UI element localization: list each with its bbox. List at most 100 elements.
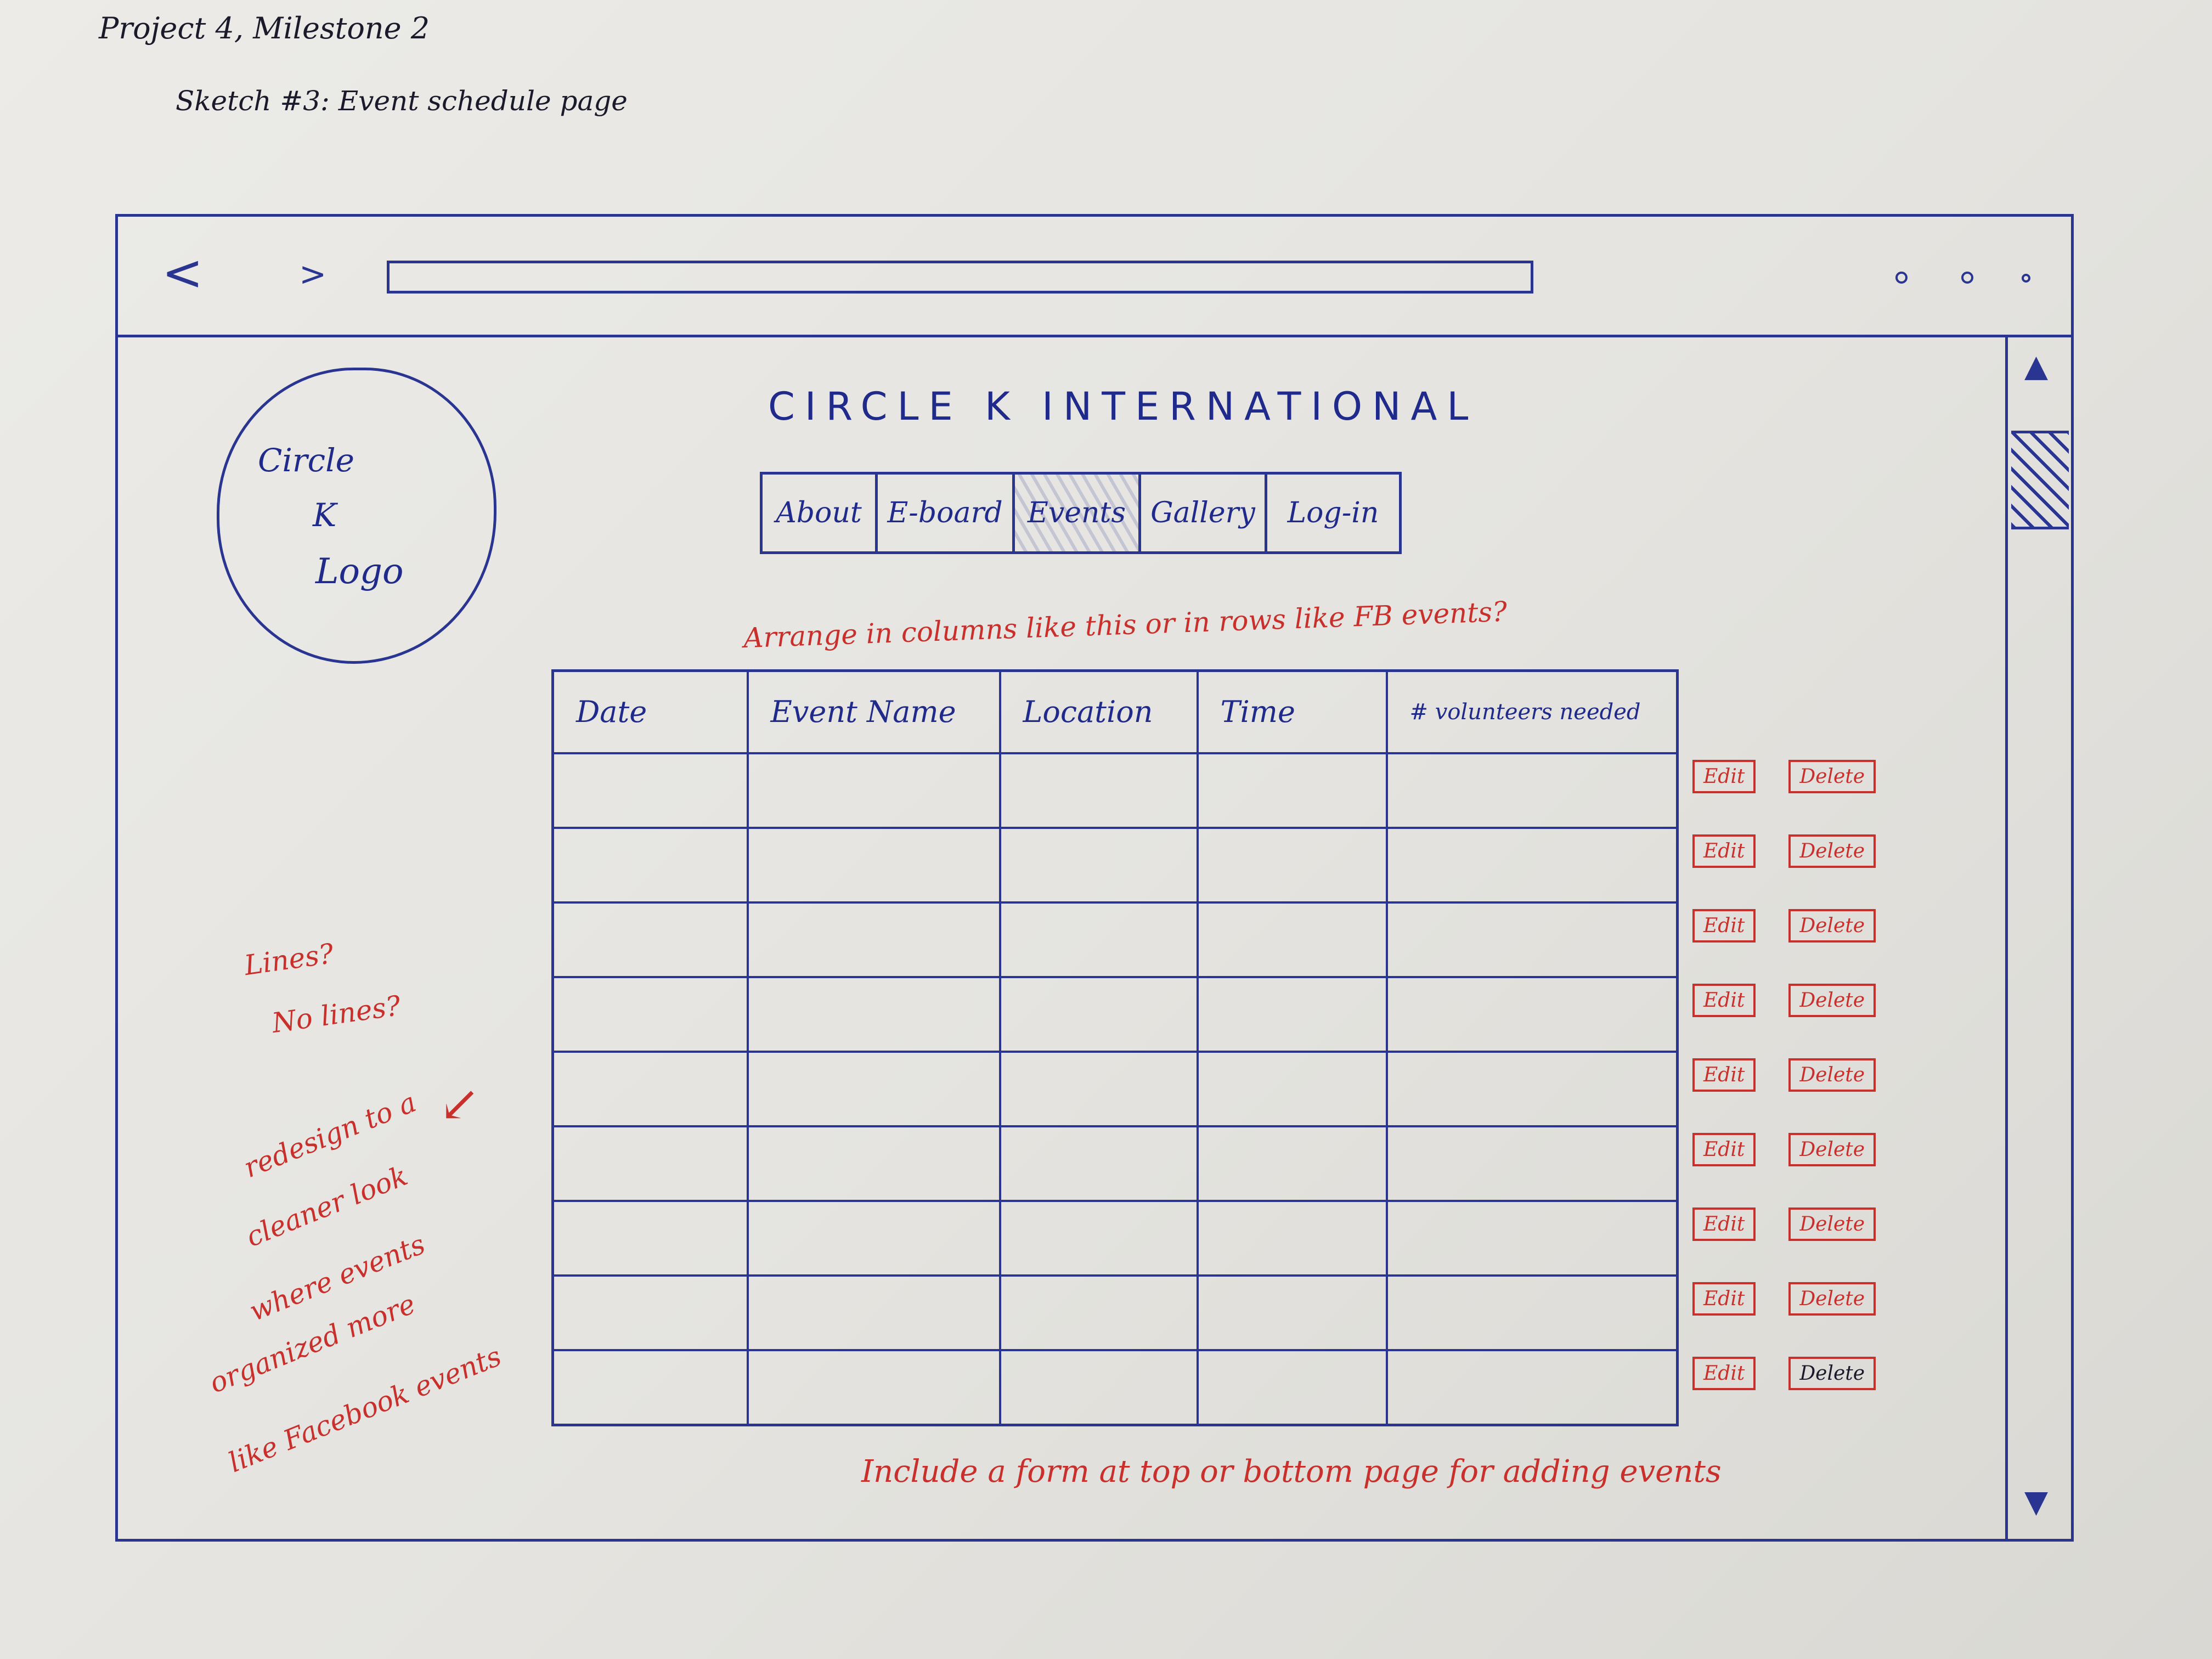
delete-button[interactable]: Delete — [1788, 984, 1876, 1017]
logo-text-line-2: K — [313, 496, 337, 534]
column-header-location[interactable]: Location — [998, 669, 1199, 754]
delete-button[interactable]: Delete — [1788, 1133, 1876, 1166]
table-cell[interactable] — [1196, 1274, 1388, 1352]
site-logo[interactable]: Circle K Logo — [217, 368, 496, 664]
table-cell[interactable] — [998, 1349, 1199, 1426]
table-header-row: Date Event Name Location Time # voluntee… — [551, 669, 1679, 754]
table-cell[interactable] — [1196, 826, 1388, 904]
nav-tab-label: E-board — [887, 496, 1003, 529]
table-cell[interactable] — [746, 1274, 1001, 1352]
delete-button[interactable]: Delete — [1788, 909, 1876, 943]
nav-tab-login[interactable]: Log-in — [1267, 475, 1399, 551]
table-cell[interactable] — [551, 1274, 749, 1352]
edit-button[interactable]: Edit — [1692, 909, 1756, 943]
table-cell[interactable] — [551, 1050, 749, 1128]
url-bar[interactable] — [387, 261, 1533, 294]
table-cell[interactable] — [746, 1200, 1001, 1277]
table-cell[interactable] — [1196, 1125, 1388, 1203]
table-cell[interactable] — [551, 1200, 749, 1277]
table-cell[interactable] — [746, 826, 1001, 904]
table-cell[interactable] — [998, 1200, 1199, 1277]
column-header-volunteers[interactable]: # volunteers needed — [1385, 669, 1679, 754]
table-cell[interactable] — [998, 1125, 1199, 1203]
table-cell[interactable] — [998, 975, 1199, 1053]
table-cell[interactable] — [551, 1349, 749, 1426]
window-control-dot-2[interactable] — [1961, 272, 1973, 284]
browser-toolbar: < > — [118, 217, 2071, 337]
vertical-scrollbar[interactable]: ▲ ▼ — [2005, 337, 2071, 1542]
edit-button[interactable]: Edit — [1692, 1282, 1756, 1316]
annotation-arrow-icon: ↙ — [439, 1075, 481, 1133]
table-cell[interactable] — [998, 752, 1199, 829]
nav-tab-eboard[interactable]: E-board — [878, 475, 1015, 551]
table-cell[interactable] — [551, 826, 749, 904]
table-cell[interactable] — [1385, 901, 1679, 978]
delete-button[interactable]: Delete — [1788, 760, 1876, 793]
table-cell[interactable] — [746, 975, 1001, 1053]
table-cell[interactable] — [1385, 975, 1679, 1053]
edit-button[interactable]: Edit — [1692, 984, 1756, 1017]
table-cell[interactable] — [1385, 1349, 1679, 1426]
table-cell[interactable] — [746, 1125, 1001, 1203]
table-cell[interactable] — [746, 1050, 1001, 1128]
table-cell[interactable] — [1385, 1050, 1679, 1128]
delete-button[interactable]: Delete — [1788, 1058, 1876, 1092]
edit-button[interactable]: Edit — [1692, 1058, 1756, 1092]
row-action-pair: Edit Delete — [1692, 1357, 1876, 1390]
edit-button[interactable]: Edit — [1692, 760, 1756, 793]
table-cell[interactable] — [1385, 1200, 1679, 1277]
scroll-down-icon[interactable]: ▼ — [2024, 1484, 2049, 1520]
table-cell[interactable] — [998, 1274, 1199, 1352]
events-table: Date Event Name Location Time # voluntee… — [551, 669, 1679, 1426]
edit-button[interactable]: Edit — [1692, 1207, 1756, 1241]
sheet-title: Project 4, Milestone 2 — [99, 11, 430, 46]
table-cell[interactable] — [1385, 1125, 1679, 1203]
back-button[interactable]: < — [162, 244, 204, 302]
table-row — [551, 826, 1679, 904]
nav-tab-gallery[interactable]: Gallery — [1141, 475, 1267, 551]
column-header-date[interactable]: Date — [551, 669, 749, 754]
delete-button[interactable]: Delete — [1788, 834, 1876, 868]
table-cell[interactable] — [998, 901, 1199, 978]
delete-button[interactable]: Delete — [1788, 1282, 1876, 1316]
table-cell[interactable] — [1385, 826, 1679, 904]
window-control-dot-1[interactable] — [1895, 272, 1908, 284]
table-cell[interactable] — [1196, 975, 1388, 1053]
scroll-up-icon[interactable]: ▲ — [2024, 348, 2049, 384]
table-cell[interactable] — [746, 752, 1001, 829]
edit-button[interactable]: Edit — [1692, 834, 1756, 868]
table-cell[interactable] — [1196, 901, 1388, 978]
row-action-pair: Edit Delete — [1692, 1207, 1876, 1241]
scroll-thumb[interactable] — [2011, 431, 2069, 529]
table-cell[interactable] — [1196, 1050, 1388, 1128]
table-cell[interactable] — [1196, 1200, 1388, 1277]
delete-button[interactable]: Delete — [1788, 1357, 1876, 1390]
table-cell[interactable] — [551, 1125, 749, 1203]
table-cell[interactable] — [1385, 1274, 1679, 1352]
table-cell[interactable] — [998, 1050, 1199, 1128]
delete-button[interactable]: Delete — [1788, 1207, 1876, 1241]
table-row — [551, 1274, 1679, 1352]
column-header-event-name[interactable]: Event Name — [746, 669, 1001, 754]
row-action-pair: Edit Delete — [1692, 834, 1876, 868]
table-cell[interactable] — [746, 1349, 1001, 1426]
column-header-time[interactable]: Time — [1196, 669, 1388, 754]
browser-window: < > ▲ ▼ — [115, 214, 2074, 1542]
edit-button[interactable]: Edit — [1692, 1357, 1756, 1390]
table-cell[interactable] — [551, 975, 749, 1053]
nav-tab-about[interactable]: About — [763, 475, 878, 551]
table-cell[interactable] — [1385, 752, 1679, 829]
table-cell[interactable] — [998, 826, 1199, 904]
table-cell[interactable] — [1196, 752, 1388, 829]
table-row — [551, 975, 1679, 1053]
table-cell[interactable] — [1196, 1349, 1388, 1426]
nav-tab-events[interactable]: Events — [1015, 475, 1141, 551]
forward-button[interactable]: > — [299, 255, 327, 294]
table-cell[interactable] — [551, 901, 749, 978]
nav-tab-label: About — [776, 496, 862, 529]
window-control-dot-3[interactable] — [2022, 274, 2030, 283]
edit-button[interactable]: Edit — [1692, 1133, 1756, 1166]
table-cell[interactable] — [551, 752, 749, 829]
table-body — [551, 752, 1679, 1426]
table-cell[interactable] — [746, 901, 1001, 978]
